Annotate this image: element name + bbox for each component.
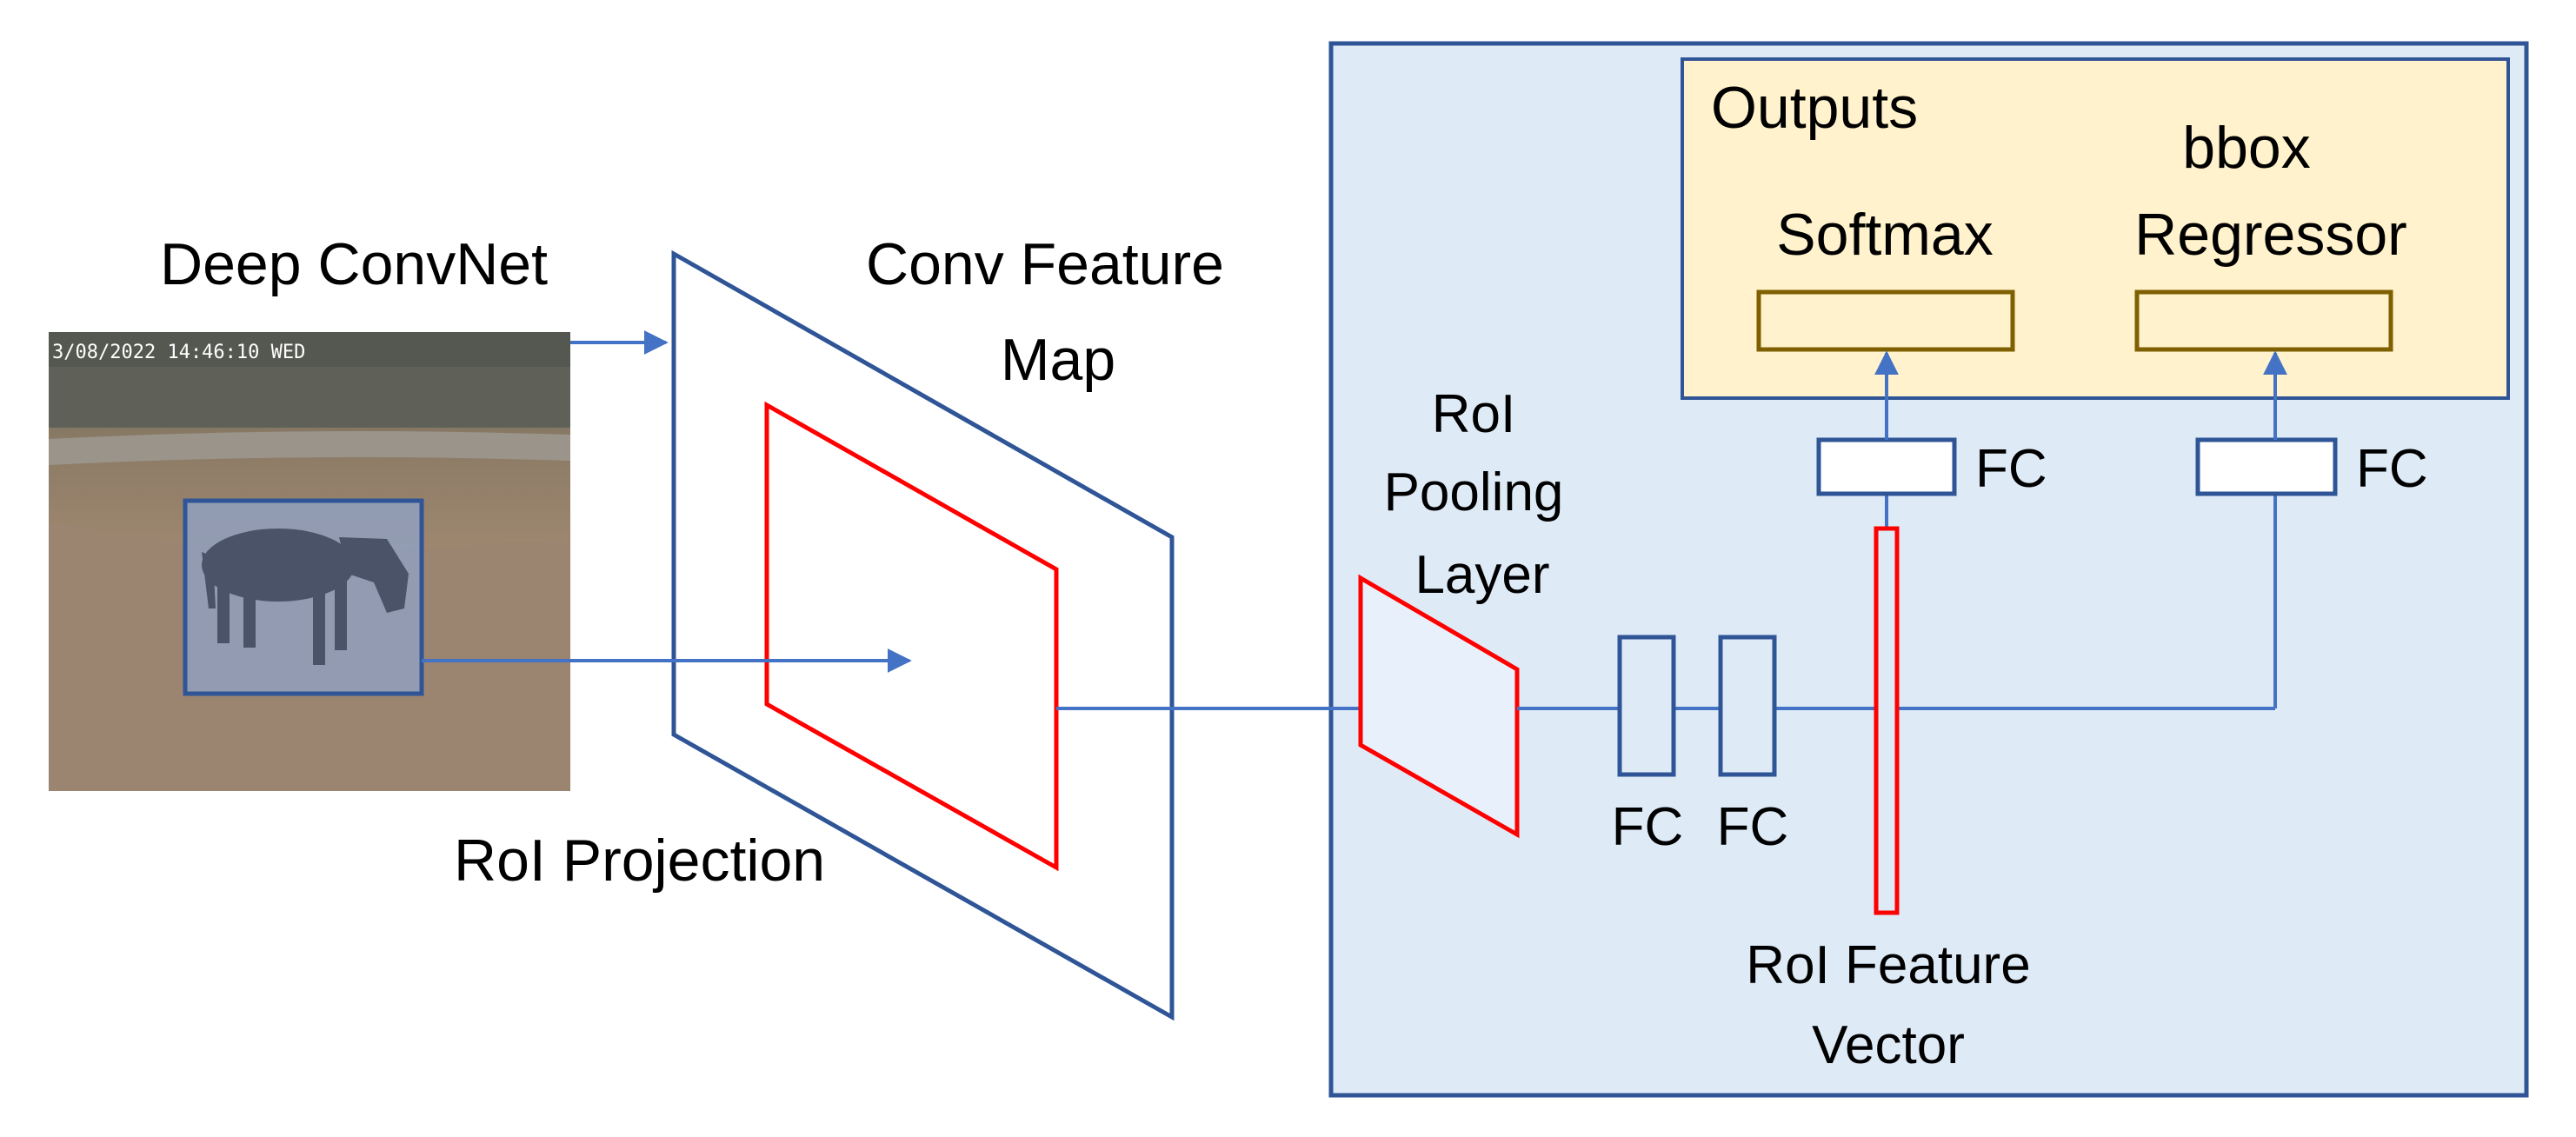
fc-label-4: FC [2356, 439, 2428, 499]
fc-label-1: FC [1612, 797, 1684, 857]
conv-feature-map [671, 249, 1175, 1021]
roi-pooling-layer [1358, 574, 1520, 839]
roi-feature-vector-label-1: RoI Feature [1746, 935, 2030, 995]
fc-label-3: FC [1975, 439, 2047, 499]
input-image: 3/08/2022 14:46:10 WED [49, 332, 570, 791]
softmax-label: Softmax [1776, 202, 1993, 268]
roi-feature-vector-label-2: Vector [1812, 1015, 1965, 1075]
softmax-output-slot [1756, 289, 2015, 352]
bbox-output-slot [2134, 289, 2393, 352]
animal-silhouette [202, 529, 409, 665]
image-timestamp: 3/08/2022 14:46:10 WED [52, 342, 305, 363]
projected-roi [764, 401, 1059, 872]
conv-feature-map-label-2: Map [1001, 327, 1115, 393]
fc-layer-1 [1617, 635, 1676, 777]
fc-label-2: FC [1717, 797, 1789, 857]
roi-pooling-label-2: Pooling [1384, 462, 1564, 522]
outputs-label: Outputs [1711, 75, 1918, 141]
fc-softmax [1816, 437, 1957, 496]
fc-layer-2 [1718, 635, 1777, 777]
regressor-label: Regressor [2134, 202, 2407, 268]
bbox-label: bbox [2182, 115, 2310, 181]
roi-feature-vector [1874, 526, 1900, 915]
roi-pooling-label-1: RoI [1432, 384, 1515, 444]
roi-pooling-label-3: Layer [1414, 545, 1549, 605]
conv-feature-map-label-1: Conv Feature [866, 231, 1224, 297]
roi-projection-label: RoI Projection [454, 828, 825, 894]
fc-bbox [2195, 437, 2338, 496]
deep-convnet-label: Deep ConvNet [160, 231, 548, 297]
